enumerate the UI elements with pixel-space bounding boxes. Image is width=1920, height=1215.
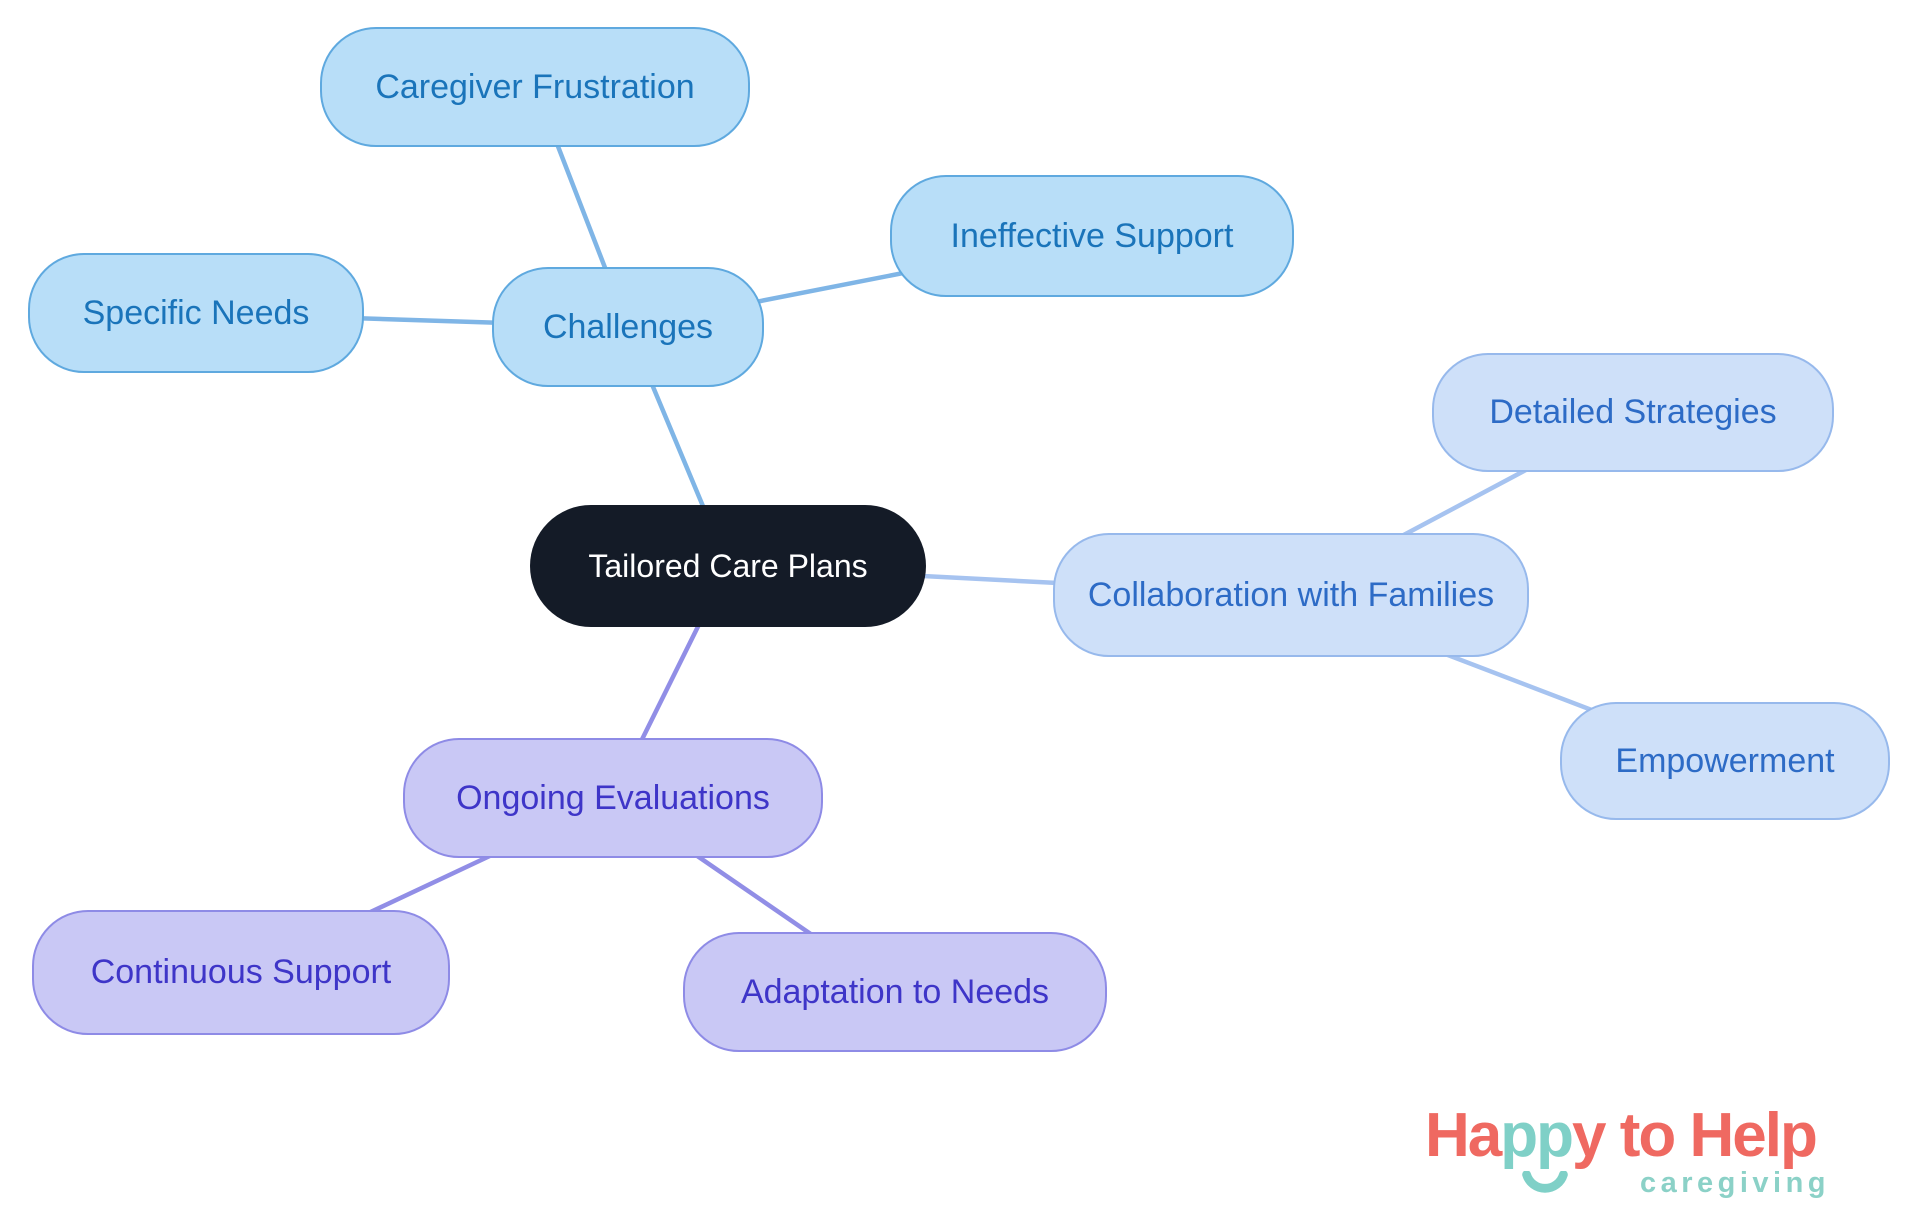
- node-tailored-care-plans[interactable]: Tailored Care Plans: [530, 505, 926, 627]
- logo-text-pp: pp: [1500, 1101, 1574, 1170]
- node-label: Specific Needs: [82, 293, 310, 332]
- node-caregiver-frustration[interactable]: Caregiver Frustration: [320, 27, 750, 147]
- node-ongoing-evaluations[interactable]: Ongoing Evaluations: [403, 738, 823, 858]
- logo-text-rest: y to Help: [1572, 1101, 1818, 1170]
- node-label: Continuous Support: [90, 953, 392, 991]
- node-adaptation-to-needs[interactable]: Adaptation to Needs: [683, 932, 1107, 1052]
- node-label: Adaptation to Needs: [740, 972, 1050, 1011]
- node-label: Empowerment: [1615, 741, 1835, 780]
- happy-to-help-logo: Happy to Help caregiving: [1425, 1105, 1875, 1198]
- smile-icon: [1522, 1171, 1568, 1193]
- node-label: Collaboration with Families: [1087, 575, 1495, 614]
- node-label: Detailed Strategies: [1489, 393, 1777, 431]
- logo-text-ha: Ha: [1425, 1101, 1502, 1170]
- node-label: Ineffective Support: [950, 216, 1234, 255]
- node-label: Challenges: [542, 307, 714, 346]
- logo-tagline: caregiving: [1639, 1167, 1830, 1199]
- node-collaboration-with-families[interactable]: Collaboration with Families: [1053, 533, 1529, 657]
- node-challenges[interactable]: Challenges: [492, 267, 764, 387]
- logo-wordmark: Happy to Help: [1425, 1105, 1875, 1167]
- node-label: Caregiver Frustration: [375, 67, 695, 106]
- node-label: Ongoing Evaluations: [456, 778, 770, 817]
- node-empowerment[interactable]: Empowerment: [1560, 702, 1890, 820]
- node-continuous-support[interactable]: Continuous Support: [32, 910, 450, 1035]
- node-detailed-strategies[interactable]: Detailed Strategies: [1432, 353, 1834, 472]
- node-ineffective-support[interactable]: Ineffective Support: [890, 175, 1294, 297]
- node-label: Tailored Care Plans: [588, 547, 868, 584]
- node-specific-needs[interactable]: Specific Needs: [28, 253, 364, 373]
